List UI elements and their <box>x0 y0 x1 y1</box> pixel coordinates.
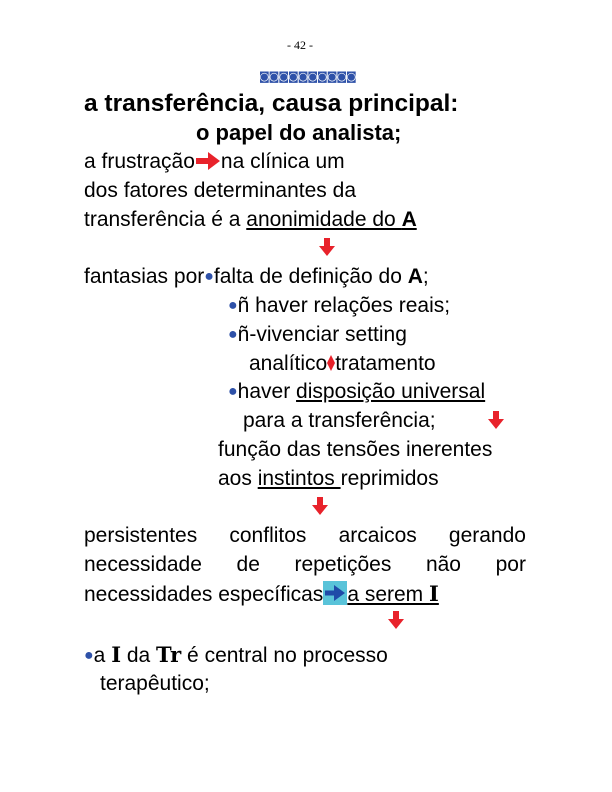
bullet-icon: ● <box>228 326 238 343</box>
line-especificas: necessidades específicas a serem I <box>84 580 439 609</box>
page-number: - 42 - <box>287 38 313 52</box>
word: necessidade <box>84 553 202 576</box>
text-haver: haver <box>237 380 297 403</box>
text-a: a <box>93 644 112 667</box>
bullet-icon: ● <box>84 647 94 664</box>
text-setting: ñ-vivenciar setting <box>237 323 407 346</box>
arrow-right-icon <box>325 585 346 601</box>
line-instintos: aos instintos reprimidos <box>218 465 439 493</box>
arrow-down-icon <box>312 497 328 515</box>
text-A-bold: A <box>401 208 417 231</box>
line-fantasias: fantasias por●falta de definição do A; <box>84 263 429 293</box>
line-persistentes: persistentes conflitos arcaicos gerando <box>84 522 526 550</box>
word: gerando <box>448 524 526 547</box>
line-funcao: função das tensões inerentes <box>218 438 493 461</box>
text-na-clinica: na clínica um <box>220 150 345 173</box>
arrow-down-icon <box>319 238 335 256</box>
line-fatores: dos fatores determinantes da <box>84 179 356 202</box>
text-A-bold: A <box>407 265 423 288</box>
word: por <box>495 553 526 576</box>
word: não <box>425 553 461 576</box>
text-I-bold: I <box>111 642 122 667</box>
text-da: da <box>121 644 157 667</box>
text-semicolon: ; <box>422 265 429 288</box>
text-falta-definicao: falta de definição do <box>213 265 408 288</box>
word: de <box>236 553 260 576</box>
bullet-icon: ● <box>228 383 238 400</box>
arrow-down-icon <box>388 611 404 629</box>
highlighted-arrow <box>323 581 348 605</box>
underlined-anonimidade: anonimidade do A <box>246 208 416 231</box>
bullet-icon: ● <box>204 268 214 285</box>
line-terapeutico: terapêutico; <box>100 672 210 695</box>
word: conflitos <box>229 524 307 547</box>
line-disposicao: ●haver disposição universal <box>228 378 485 408</box>
text-fantasias-por: fantasias por <box>84 265 205 288</box>
text-anonimidade: anonimidade do <box>246 208 402 231</box>
text-frustracao: a frustração <box>84 150 195 173</box>
line-relacoes: ●ñ haver relações reais; <box>228 292 450 322</box>
text-disposicao-universal: disposição universal <box>296 380 486 403</box>
page-title: a transferência, causa principal: <box>84 90 459 117</box>
line-setting: ●ñ-vivenciar setting <box>228 321 407 351</box>
arrow-down-icon <box>488 411 504 429</box>
word: persistentes <box>84 524 198 547</box>
text-aos: aos <box>218 467 258 490</box>
page-subtitle: o papel do analista; <box>196 120 402 145</box>
word: arcaicos <box>338 524 417 547</box>
text-relacoes: ñ haver relações reais; <box>237 294 451 317</box>
text-reprimidos: reprimidos <box>340 467 439 490</box>
text-transferencia: transferência é a <box>84 208 247 231</box>
line-analitico: analítico tratamento <box>249 350 436 378</box>
line-frustracao: a frustração na clínica um <box>84 148 345 176</box>
text-necessidades-especificas: necessidades específicas <box>84 583 324 606</box>
text-instintos: instintos <box>257 467 341 490</box>
text-central: é central no processo <box>181 644 388 667</box>
line-anonimidade: transferência é a anonimidade do A <box>84 206 417 234</box>
ornament-divider: ◙◙◙◙◙◙◙◙◙◙ <box>259 70 357 83</box>
diamond-icon <box>327 355 336 371</box>
text-a-serem: a serem <box>347 583 430 606</box>
arrow-right-icon <box>195 152 220 170</box>
bullet-icon: ● <box>228 297 238 314</box>
text-Tr-bold: Tr <box>156 642 182 667</box>
underlined-a-serem: a serem I <box>347 581 439 606</box>
line-necessidade: necessidade de repetições não por <box>84 551 526 579</box>
text-I-bold: I <box>429 581 439 606</box>
line-para-transferencia: para a transferência; <box>243 409 436 432</box>
line-central: ●a I da Tr é central no processo <box>84 641 388 672</box>
text-analitico: analítico <box>249 352 328 375</box>
text-tratamento: tratamento <box>335 352 436 375</box>
word: repetições <box>294 553 392 576</box>
